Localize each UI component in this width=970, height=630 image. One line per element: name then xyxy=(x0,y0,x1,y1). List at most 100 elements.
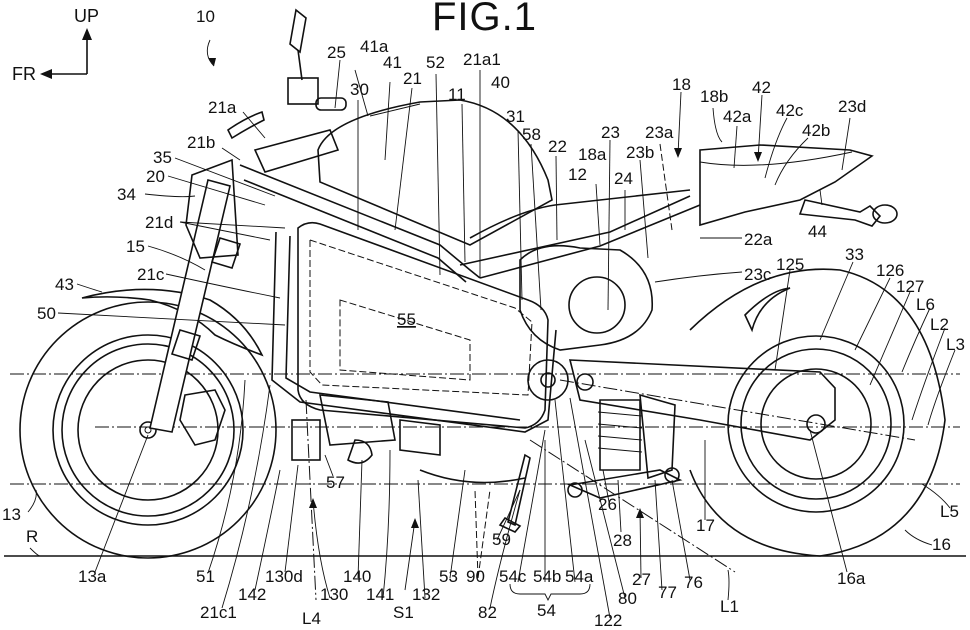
label-20: 20 xyxy=(146,167,165,186)
leader-122 xyxy=(569,397,611,619)
leader-16a xyxy=(809,429,848,573)
leader-10 xyxy=(206,39,215,67)
label-21b: 21b xyxy=(187,133,215,152)
leader-26 xyxy=(602,469,610,503)
mirror xyxy=(289,8,307,54)
meter-visor xyxy=(226,110,265,140)
label-22a: 22a xyxy=(744,230,773,249)
label-42c: 42c xyxy=(776,101,804,120)
front-fender xyxy=(81,288,264,357)
leader-127 xyxy=(869,291,911,386)
pivot-bolt xyxy=(576,373,594,391)
label-33: 33 xyxy=(845,245,864,264)
label-80: 80 xyxy=(618,589,637,608)
leader-130 xyxy=(312,499,331,599)
label-54c: 54c xyxy=(499,567,527,586)
rear-shock xyxy=(599,399,641,471)
label-34: 34 xyxy=(117,185,136,204)
link-rod xyxy=(567,469,683,499)
label-44: 44 xyxy=(808,222,827,241)
label-21a: 21a xyxy=(208,98,237,117)
license-bracket xyxy=(798,199,882,227)
label-50: 50 xyxy=(37,304,56,323)
leader-22 xyxy=(555,155,558,241)
reference-labels: 10 25 41a 41 21 52 21a1 40 30 11 31 58 2… xyxy=(2,7,965,630)
label-23d: 23d xyxy=(838,97,866,116)
shock-spring xyxy=(597,411,643,453)
leader-31 xyxy=(517,129,523,301)
leader-125 xyxy=(774,269,791,371)
label-53: 53 xyxy=(439,567,458,586)
arrow-130-icon xyxy=(309,498,317,508)
tank-cover-trim xyxy=(369,103,421,117)
main-frame-upper-inner xyxy=(243,179,467,283)
label-18b: 18b xyxy=(700,87,728,106)
leader-141 xyxy=(382,449,391,599)
leader-21c1 xyxy=(221,384,271,609)
label-L1: L1 xyxy=(720,597,739,616)
leader-82 xyxy=(489,489,521,609)
front-arrow-icon xyxy=(40,69,52,79)
label-126: 126 xyxy=(876,261,904,280)
handlebar-clamp xyxy=(287,77,319,105)
brake-caliper xyxy=(179,389,226,446)
label-52: 52 xyxy=(426,53,445,72)
label-L6: L6 xyxy=(916,295,935,314)
tail-cowl-line xyxy=(699,151,853,166)
label-16: 16 xyxy=(932,535,951,554)
rear-cowl xyxy=(469,144,898,239)
handle-grip xyxy=(315,97,347,111)
front-label: FR xyxy=(12,64,36,84)
label-54a: 54a xyxy=(565,567,594,586)
mirror-stem xyxy=(297,49,303,81)
leader-34 xyxy=(144,193,196,198)
leader-20 xyxy=(167,175,266,206)
fork-clamp xyxy=(210,237,242,269)
rear-axle xyxy=(806,414,826,434)
indicator-arrows xyxy=(208,58,762,528)
seat-front xyxy=(469,189,691,239)
link-bolt-front xyxy=(567,482,583,498)
leader-L3 xyxy=(927,349,956,426)
leader-16 xyxy=(904,529,933,546)
leader-27 xyxy=(639,509,642,579)
drive-sprocket xyxy=(527,359,569,401)
rear-rim-inner xyxy=(740,348,892,500)
label-130d: 130d xyxy=(265,567,303,586)
label-13: 13 xyxy=(2,505,21,524)
label-27: 27 xyxy=(632,570,651,589)
label-42a: 42a xyxy=(723,107,752,126)
label-54b: 54b xyxy=(533,567,561,586)
label-140: 140 xyxy=(343,567,371,586)
headlight-cowl xyxy=(185,158,239,259)
label-L2: L2 xyxy=(930,315,949,334)
label-21: 21 xyxy=(403,69,422,88)
arrow-18-icon xyxy=(674,148,682,158)
battery-inner-outline xyxy=(309,239,533,396)
arrow-27-icon xyxy=(636,508,644,518)
leader-L1 xyxy=(727,569,730,601)
label-125: 125 xyxy=(776,255,804,274)
leader-41a xyxy=(354,69,369,117)
leader-43 xyxy=(76,283,103,293)
label-58: 58 xyxy=(522,125,541,144)
label-25: 25 xyxy=(327,43,346,62)
label-18a: 18a xyxy=(578,145,607,164)
leader-13 xyxy=(27,489,37,513)
label-127: 127 xyxy=(896,277,924,296)
leader-53 xyxy=(449,469,466,579)
leader-23d xyxy=(841,117,851,171)
rear-tire-outer xyxy=(689,268,946,557)
leader-21c xyxy=(165,273,281,299)
label-82: 82 xyxy=(478,603,497,622)
label-10: 10 xyxy=(196,7,215,26)
front-tire-outer xyxy=(19,301,277,559)
battery-outline xyxy=(297,221,549,429)
arrow-42-icon xyxy=(754,152,762,162)
tail-cowl xyxy=(699,144,874,227)
label-12: 12 xyxy=(568,165,587,184)
label-L5: L5 xyxy=(940,502,959,521)
orientation-indicator: UP FR xyxy=(12,6,99,84)
rear-suspension xyxy=(567,393,683,499)
